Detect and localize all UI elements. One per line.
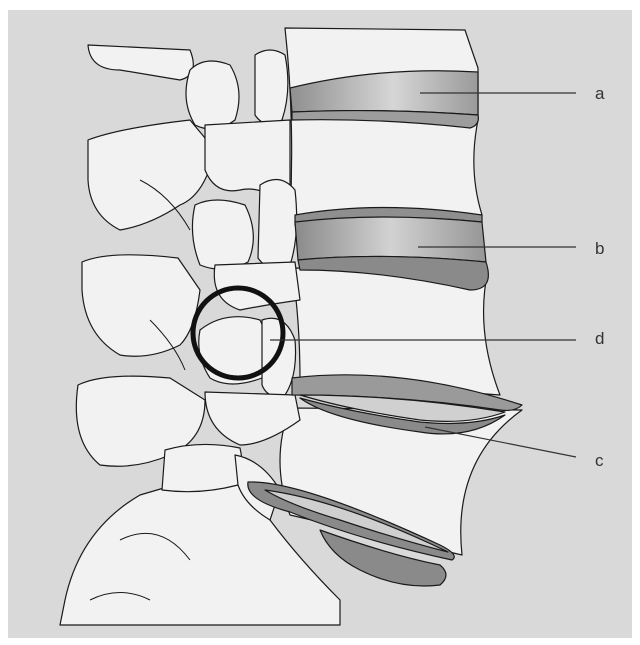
facet-upper-2 — [192, 200, 253, 269]
label-d: d — [595, 330, 604, 347]
facet-upper-1 — [186, 61, 239, 129]
spinous-process-1 — [88, 45, 193, 80]
spinous-process-3 — [82, 255, 200, 356]
label-c: c — [595, 452, 604, 469]
facet-upper-4 — [162, 444, 242, 491]
label-b: b — [595, 240, 604, 257]
facet-lower-1 — [255, 50, 288, 124]
pedicle-2 — [214, 262, 300, 310]
facet-lower-2 — [258, 180, 297, 269]
label-a: a — [595, 85, 604, 102]
disc-b — [295, 217, 486, 262]
